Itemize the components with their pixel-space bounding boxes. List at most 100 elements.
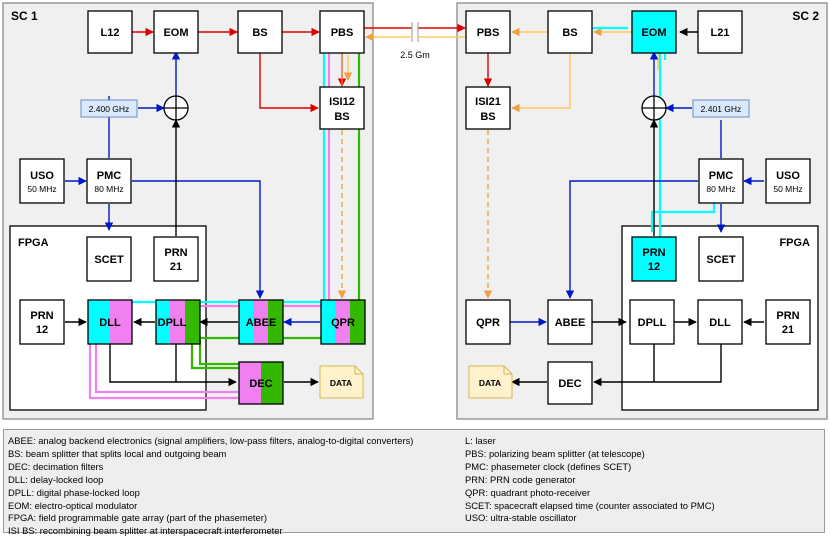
sc2-uso-label: USO [776, 170, 800, 182]
sc1-laser-block: L12 [87, 10, 133, 54]
sc2-isi-label-line2: BS [480, 111, 495, 123]
sc2-title: SC 2 [792, 9, 819, 23]
sc2-mixer-symbol [641, 95, 667, 121]
sc2-eom-block: EOM [631, 10, 677, 54]
sc2-fpga-label: FPGA [779, 237, 810, 249]
glossary-entry: DEC: decimation filters [8, 460, 104, 472]
sc2-frequency-box: 2.401 GHz [692, 99, 750, 118]
glossary-entry: PBS: polarizing beam splitter (at telesc… [465, 447, 645, 459]
sc1-laser-label: L12 [101, 27, 120, 39]
sc1-dec-label: DEC [249, 378, 272, 390]
sc2-pbs-label: PBS [477, 27, 500, 39]
glossary-entry: BS: beam splitter that splits local and … [8, 447, 227, 459]
sc1-data-label: DATA [330, 378, 352, 388]
sc1-dll-block: DLL [87, 299, 133, 345]
sc1-bs-block: BS [237, 10, 283, 54]
sc1-prn21-label-line1: PRN [164, 247, 187, 259]
sc1-bs-label: BS [252, 27, 267, 39]
sc1-abee-block: ABEE [238, 299, 284, 345]
sc1-pbs-block: PBS [319, 10, 365, 54]
sc2-abee-block: ABEE [547, 299, 593, 345]
sc1-data-document: DATA [319, 365, 364, 399]
sc2-scet-label: SCET [706, 254, 736, 266]
glossary-entry: FPGA: field programmable gate array (par… [8, 512, 267, 524]
glossary-entry: EOM: electro-optical modulator [8, 499, 138, 511]
sc1-isi-bs-block: ISI12 BS [319, 86, 365, 130]
glossary-entry: DLL: delay-locked loop [8, 473, 104, 485]
sc2-prn21-block: PRN 21 [765, 299, 811, 345]
sc2-pmc-freq: 80 MHz [706, 184, 735, 194]
sc1-dll-label: DLL [99, 317, 121, 329]
sc2-uso-freq: 50 MHz [773, 184, 802, 194]
link-distance-label: 2.5 Gm [400, 50, 430, 60]
sc1-uso-block: USO 50 MHz [19, 158, 65, 204]
sc1-dpll-block: DPLL [155, 299, 201, 345]
sc2-pbs-block: PBS [465, 10, 511, 54]
sc1-mixer-symbol [163, 95, 189, 121]
sc2-qpr-label: QPR [476, 317, 500, 329]
sc1-qpr-label: QPR [331, 317, 355, 329]
sc2-isi-label-line1: ISI21 [475, 96, 501, 108]
glossary-entry: USO: ultra-stable oscillator [465, 512, 577, 524]
sc1-uso-label: USO [30, 170, 54, 182]
sc2-frequency-label: 2.401 GHz [701, 104, 742, 114]
sc1-scet-label: SCET [94, 254, 124, 266]
sc1-pbs-label: PBS [331, 27, 354, 39]
sc2-dec-label: DEC [558, 378, 581, 390]
sc2-uso-block: USO 50 MHz [765, 158, 811, 204]
sc2-dec-block: DEC [547, 361, 593, 405]
sc1-frequency-label: 2.400 GHz [89, 104, 130, 114]
sc2-pmc-block: PMC 80 MHz [698, 158, 744, 204]
sc1-pmc-label: PMC [97, 170, 122, 182]
sc1-prn12-label-line2: 12 [36, 324, 48, 336]
sc2-qpr-block: QPR [465, 299, 511, 345]
glossary-left-column: ABEE: analog backend electronics (signal… [8, 435, 413, 538]
glossary-entry: PMC: phasemeter clock (defines SCET) [465, 460, 632, 472]
sc2-abee-label: ABEE [555, 317, 586, 329]
glossary-entry: QPR: quadrant photo-receiver [465, 486, 591, 498]
sc2-scet-block: SCET [698, 236, 744, 282]
sc1-pmc-freq: 80 MHz [94, 184, 123, 194]
sc2-data-document: DATA [468, 365, 513, 399]
sc2-dll-label: DLL [709, 317, 731, 329]
sc2-isi-bs-block: ISI21 BS [465, 86, 511, 130]
sc2-prn21-label-line1: PRN [776, 310, 799, 322]
glossary-entry: ISI BS: recombining beam splitter at int… [8, 525, 283, 537]
sc2-bs-block: BS [547, 10, 593, 54]
glossary-box: ABEE: analog backend electronics (signal… [3, 429, 825, 536]
glossary-right-column: L: laser PBS: polarizing beam splitter (… [465, 435, 715, 525]
sc1-prn12-label-line1: PRN [30, 310, 53, 322]
sc1-title: SC 1 [11, 9, 38, 23]
sc1-scet-block: SCET [86, 236, 132, 282]
glossary-entry: SCET: spacecraft elapsed time (counter a… [465, 499, 715, 511]
glossary-entry: PRN: PRN code generator [465, 473, 576, 485]
sc2-bs-label: BS [562, 27, 577, 39]
sc2-prn21-label-line2: 21 [782, 324, 794, 336]
sc1-prn21-label-line2: 21 [170, 261, 182, 273]
sc1-isi-label-line1: ISI12 [329, 96, 355, 108]
sc1-uso-freq: 50 MHz [27, 184, 56, 194]
sc2-laser-block: L21 [697, 10, 743, 54]
sc1-isi-label-line2: BS [334, 111, 349, 123]
glossary-entry: L: laser [465, 435, 496, 446]
glossary-entry: DPLL: digital phase-locked loop [8, 486, 140, 498]
sc2-dll-block: DLL [697, 299, 743, 345]
sc1-qpr-block: QPR [320, 299, 366, 345]
sc1-eom-block: EOM [153, 10, 199, 54]
sc1-fpga-label: FPGA [18, 237, 49, 249]
sc1-dpll-label: DPLL [158, 317, 187, 329]
sc1-abee-label: ABEE [246, 317, 277, 329]
sc2-dpll-block: DPLL [629, 299, 675, 345]
sc2-eom-label: EOM [641, 27, 666, 39]
sc2-prn12-label-line1: PRN [642, 247, 665, 259]
sc1-frequency-box: 2.400 GHz [80, 99, 138, 118]
sc2-laser-label: L21 [711, 27, 730, 39]
sc1-prn12-block: PRN 12 [19, 299, 65, 345]
sc1-prn21-block: PRN 21 [153, 236, 199, 282]
sc1-dec-block: DEC [238, 361, 284, 405]
sc1-pmc-block: PMC 80 MHz [86, 158, 132, 204]
sc2-prn12-block: PRN 12 [631, 236, 677, 282]
sc1-eom-label: EOM [163, 27, 188, 39]
sc2-data-label: DATA [479, 378, 501, 388]
